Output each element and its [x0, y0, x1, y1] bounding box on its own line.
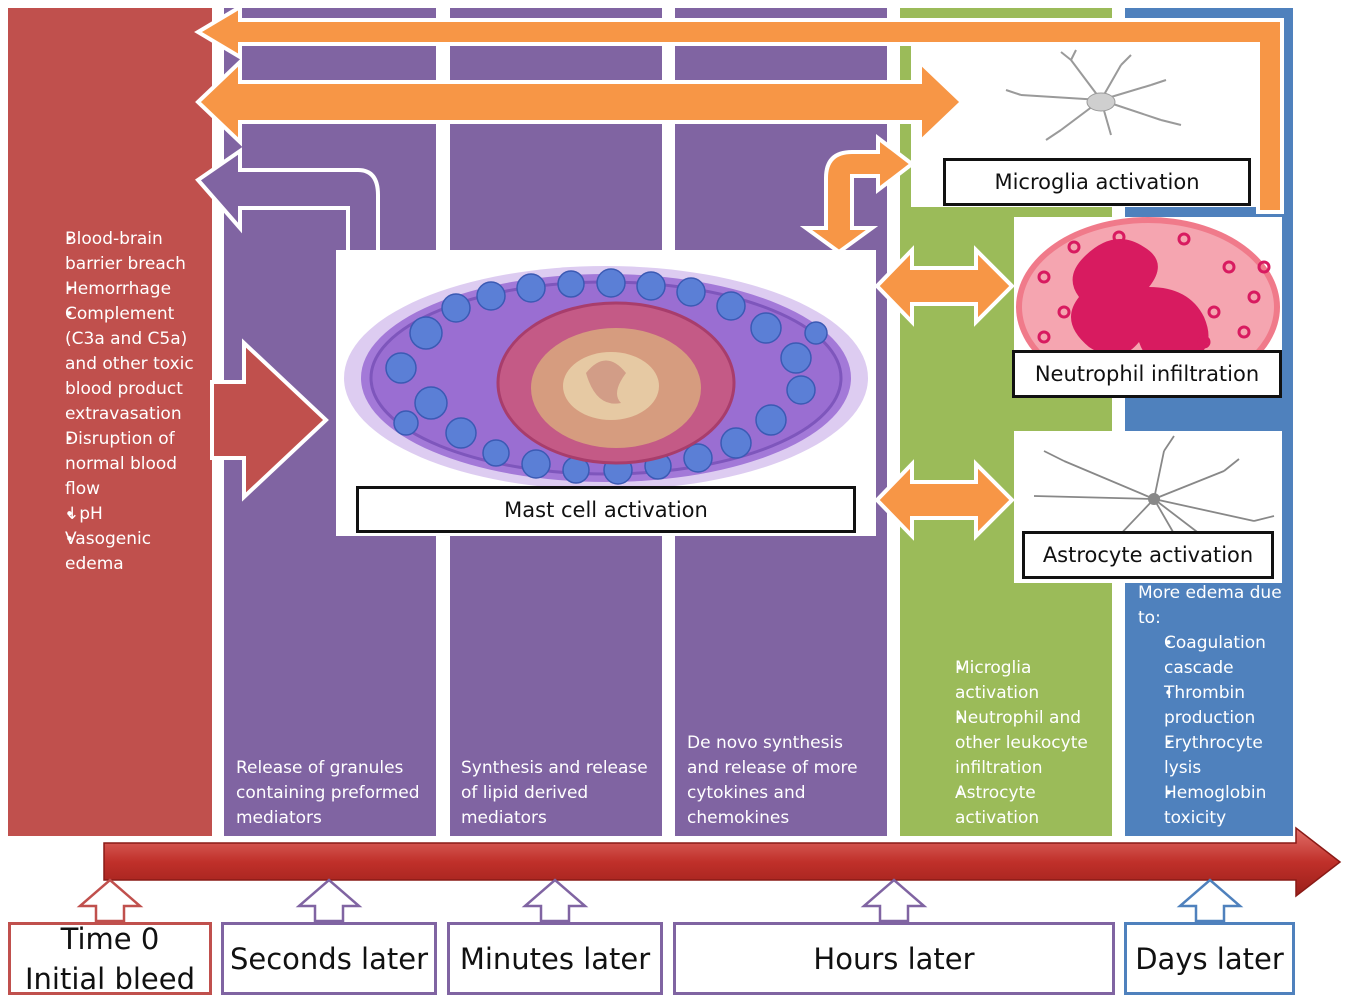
days-bullet: Erythrocyte lysis	[1138, 731, 1288, 781]
hours-description: De novo synthesis and release of more cy…	[687, 733, 858, 828]
time0-line1: Time 0	[60, 921, 160, 956]
days-description: More edema due to: Coagulation cascade T…	[1138, 581, 1288, 831]
time0-bullet: Vasogenic edema	[22, 527, 202, 577]
up-arrow-hours	[860, 878, 928, 923]
days-feedback-arrow	[194, 3, 1284, 214]
astrocyte-label: Astrocyte activation	[1022, 531, 1274, 579]
time0-bullet: Complement (C3a and C5a) and other toxic…	[22, 302, 202, 427]
microglia-icon	[1005, 49, 1182, 141]
hours-green-bullet: Astrocyte activation	[912, 781, 1108, 831]
seconds-description: Release of granules containing preformed…	[236, 758, 420, 828]
days-bullet: Thrombin production	[1138, 681, 1288, 731]
hours-green-bullet-list: Microglia activation Neutrophil and othe…	[912, 656, 1108, 831]
microglia-double-arrow	[195, 57, 965, 147]
up-arrow-time0	[76, 878, 144, 923]
mast-cell-icon	[344, 266, 868, 490]
time0-bullet: Disruption of normal blood flow	[22, 427, 202, 502]
mast-astrocyte-arrow	[874, 459, 1015, 541]
up-arrow-days	[1176, 878, 1244, 923]
seconds-box: Seconds later	[221, 922, 437, 995]
mast-neutrophil-arrow	[874, 245, 1015, 327]
up-arrow-seconds	[295, 878, 363, 923]
days-bullet: Coagulation cascade	[1138, 631, 1288, 681]
mast-microglia-arrow	[799, 133, 916, 255]
minutes-box: Minutes later	[447, 922, 663, 995]
days-box: Days later	[1124, 922, 1295, 995]
time0-bullet-list: Blood-brain barrier breach Hemorrhage Co…	[22, 227, 202, 577]
time0-bullet: Blood-brain barrier breach	[22, 227, 202, 277]
up-arrow-minutes	[521, 878, 589, 923]
microglia-label: Microglia activation	[943, 158, 1251, 206]
time0-line2: Initial bleed	[24, 961, 196, 996]
time0-bullet: ↓pH	[22, 502, 202, 527]
days-bullet: Hemoglobin toxicity	[1138, 781, 1288, 831]
time0-box: Time 0 Initial bleed	[8, 921, 212, 996]
hours-box: Hours later	[673, 922, 1115, 995]
neutrophil-label: Neutrophil infiltration	[1012, 350, 1282, 398]
minutes-description: Synthesis and release of lipid derived m…	[461, 758, 648, 828]
hours-green-bullet: Neutrophil and other leukocyte infiltrat…	[912, 706, 1108, 781]
astrocyte-icon	[1033, 435, 1275, 552]
mast-cell-label: Mast cell activation	[356, 486, 856, 533]
days-intro: More edema due to:	[1138, 583, 1282, 628]
hours-green-bullet: Microglia activation	[912, 656, 1108, 706]
time0-bullet: Hemorrhage	[22, 277, 202, 302]
